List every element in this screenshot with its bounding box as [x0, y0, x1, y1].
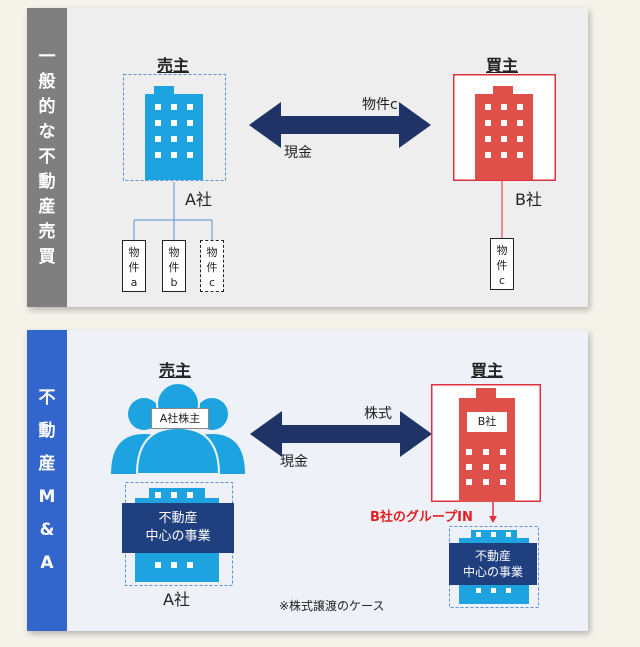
panel-real-estate-ma: 不 動 産 M & A 売主 買主 A社株主 株式 現金 B社 — [27, 330, 588, 631]
shareholders-label: A社株主 — [151, 408, 209, 429]
exchange-double-arrow — [250, 411, 432, 457]
seller-real-estate-business: 不動産中心の事業 — [122, 503, 234, 553]
arrow-bottom-label: 現金 — [280, 454, 308, 470]
exchange-double-arrow — [249, 102, 431, 148]
buyer-property-connector — [501, 180, 503, 238]
group-in-label: B社のグループIN — [370, 510, 473, 525]
vertical-label-real-estate-ma: 不 動 産 M & A — [27, 330, 67, 631]
arrow-top-label: 株式 — [364, 406, 392, 422]
footnote: ※株式譲渡のケース — [279, 599, 385, 613]
buyer-company-name: B社 — [515, 190, 542, 209]
group-in-arrow — [489, 502, 497, 523]
buyer-role-label: 買主 — [471, 361, 504, 380]
acquired-real-estate-business: 不動産中心の事業 — [449, 543, 537, 585]
seller-company-name: A社 — [163, 590, 190, 609]
buyer-role-label: 買主 — [486, 56, 519, 75]
arrow-top-label: 物件c — [362, 97, 398, 113]
buyer-building-icon — [453, 74, 556, 181]
seller-role-label: 売主 — [157, 56, 190, 75]
vertical-label-general-sale: 一 般 的 な 不 動 産 売 買 — [27, 8, 67, 307]
seller-building-icon — [123, 74, 226, 181]
panel-general-real-estate-sale: 一 般 的 な 不 動 産 売 買 売主 買主 — [27, 8, 588, 307]
seller-role-label: 売主 — [159, 361, 192, 380]
seller-company-name: A社 — [185, 190, 212, 209]
buyer-building-icon — [431, 384, 541, 502]
shareholders-people-icon — [111, 382, 245, 474]
buyer-building-label: B社 — [467, 412, 507, 432]
arrow-bottom-label: 現金 — [284, 145, 312, 161]
seller-property-connectors — [133, 182, 213, 240]
